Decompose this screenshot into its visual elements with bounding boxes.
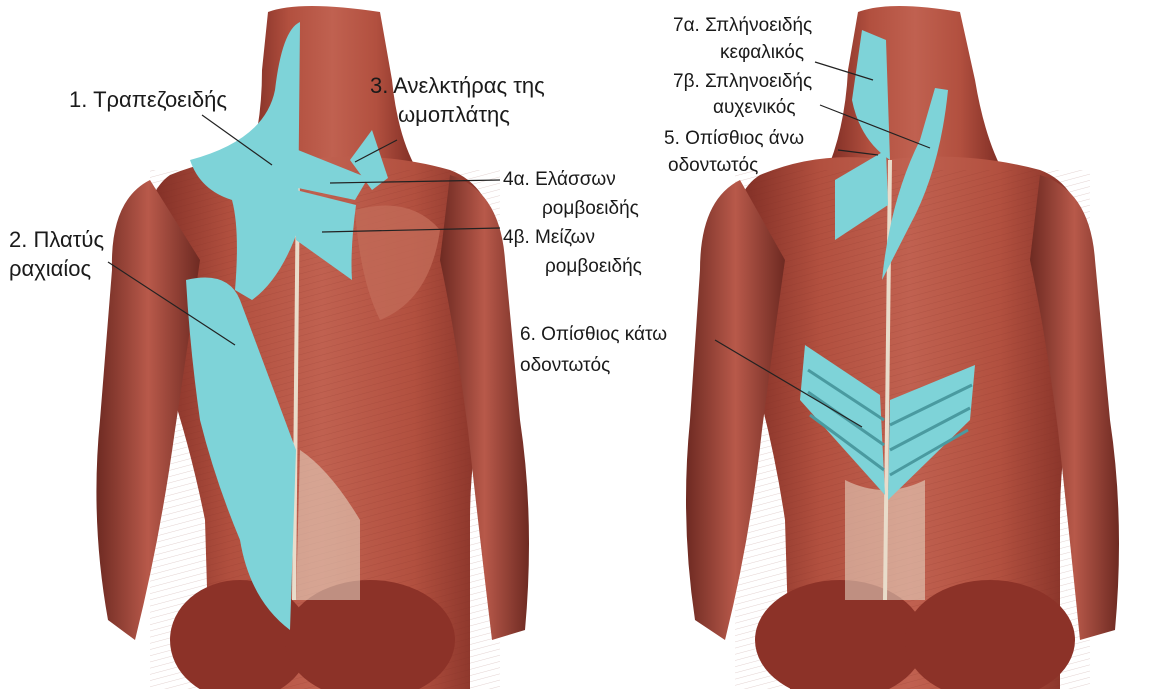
right-lumbar-fascia — [845, 480, 925, 600]
label-rhomboid-major-line1: 4β. Μείζων — [503, 226, 595, 250]
label-serratus-inf-line2: οδοντωτός — [520, 354, 610, 378]
label-levator-line2: ωμοπλάτης — [398, 101, 510, 129]
label-rhomboid-minor-line1: 4α. Ελάσσων — [503, 168, 616, 192]
label-serratus-sup-line2: οδοντωτός — [668, 154, 758, 178]
label-serratus-inf-line1: 6. Οπίσθιος κάτω — [520, 323, 667, 347]
label-trapezius: 1. Τραπεζοειδής — [69, 86, 227, 114]
label-latissimus-line1: 2. Πλατύς — [9, 226, 104, 254]
label-splenius-capitis-line1: 7α. Σπλήνοειδής — [673, 14, 812, 38]
label-rhomboid-minor-line2: ρομβοειδής — [542, 197, 639, 221]
label-splenius-capitis-line2: κεφαλικός — [720, 41, 804, 65]
label-splenius-cervicis-line1: 7β. Σπληνοειδής — [673, 70, 812, 94]
label-rhomboid-major-line2: ρομβοειδής — [545, 255, 642, 279]
label-serratus-sup-line1: 5. Οπίσθιος άνω — [664, 127, 804, 151]
label-splenius-cervicis-line2: αυχενικός — [713, 96, 796, 120]
label-latissimus-line2: ραχιαίος — [9, 255, 91, 283]
right-neck — [825, 6, 1005, 175]
label-levator-line1: 3. Ανελκτήρας της — [370, 72, 545, 100]
